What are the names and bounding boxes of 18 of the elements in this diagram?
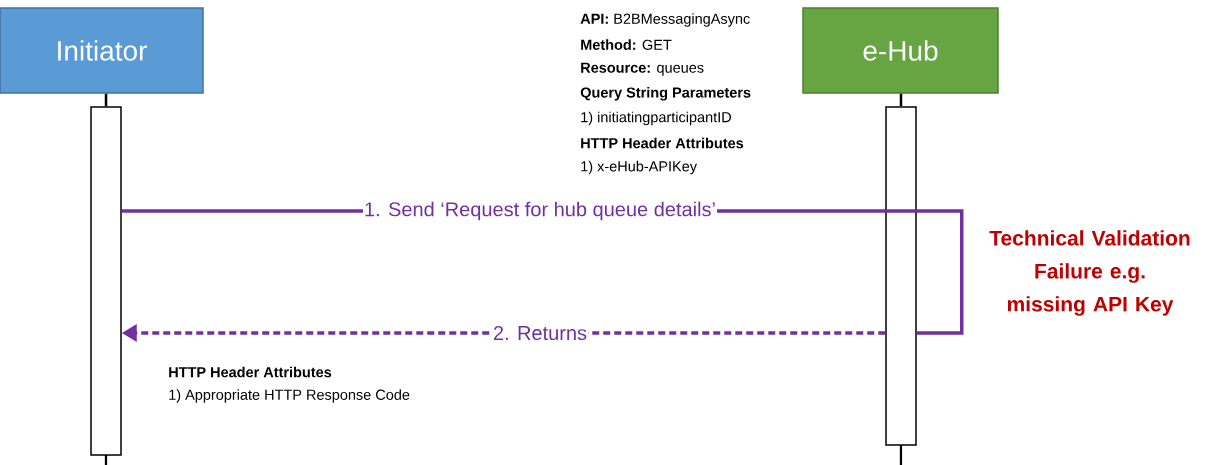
lifeline xyxy=(104,93,108,107)
participant-box: e-Hub xyxy=(802,7,999,94)
annotation: Method: GET xyxy=(581,39,672,50)
annotation: HTTP Header Attributes xyxy=(581,137,744,149)
annotation: HTTP Header Attributes xyxy=(169,366,332,378)
annotation: Resource: queues xyxy=(581,62,704,76)
edge-label: 2. Returns xyxy=(491,324,589,342)
annotation: 1) Appropriate HTTP Response Code xyxy=(169,389,410,403)
annotation: 1) x-eHub-APIKey xyxy=(581,160,697,175)
lifeline xyxy=(899,93,903,107)
annotation: Query String Parameters xyxy=(580,87,751,101)
edge-label: 1. Send ‘Request for hub queue details’ xyxy=(362,200,718,222)
participant-box: Initiator xyxy=(0,7,204,94)
activation-bar xyxy=(90,106,122,456)
annotation: 1) initiatingparticipantID xyxy=(581,111,731,126)
failure-note: Technical Validation Failure e.g. missing API Key xyxy=(989,230,1190,316)
activation-bar xyxy=(885,106,917,446)
annotation: API: B2BMessagingAsync xyxy=(580,13,750,27)
